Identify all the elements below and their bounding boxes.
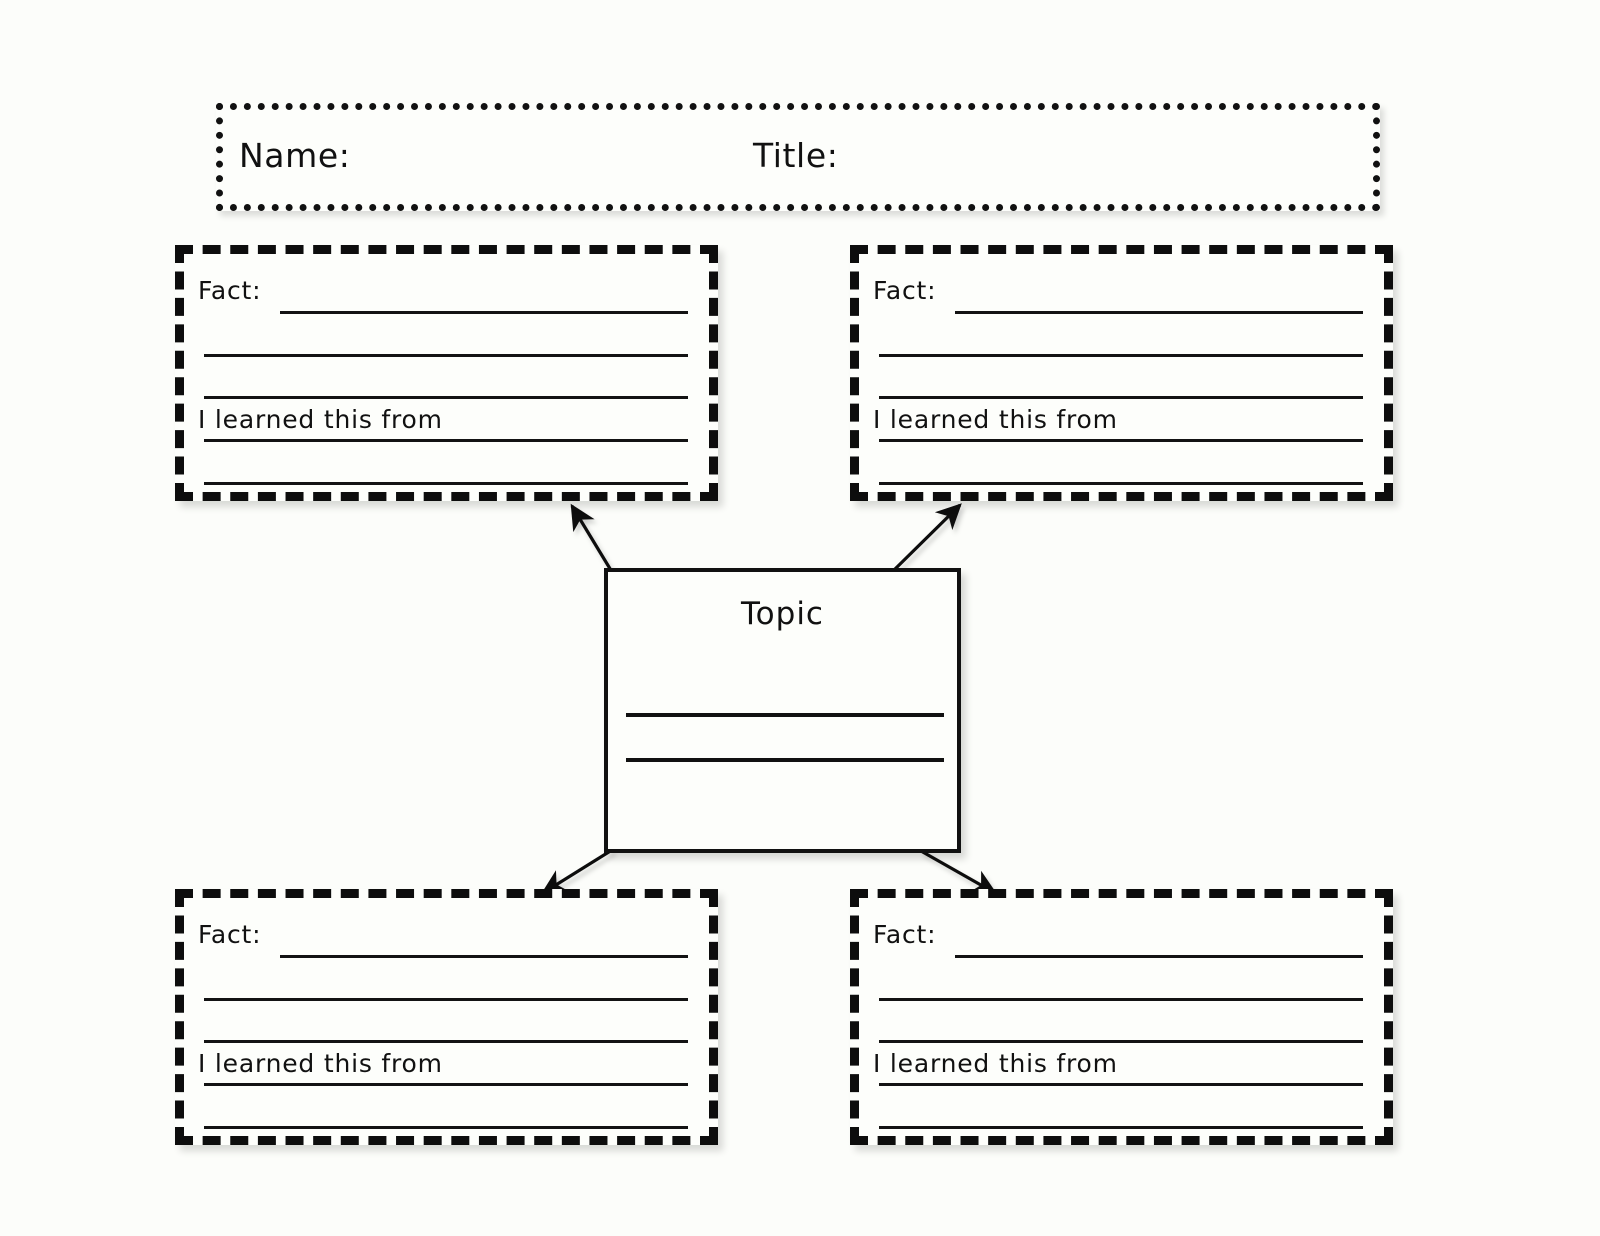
topic-box: Topic [604,568,961,853]
writing-line[interactable] [280,955,688,958]
writing-line[interactable] [1131,439,1363,442]
topic-writing-line[interactable] [626,713,944,717]
writing-line[interactable] [879,1040,1363,1043]
fact-box-top-left: Fact: I learned this from [175,245,718,501]
writing-line[interactable] [879,439,1363,442]
writing-line[interactable] [879,396,1363,399]
writing-line[interactable] [204,482,688,485]
source-label: I learned this from [198,1049,443,1078]
source-label: I learned this from [198,405,443,434]
fact-label: Fact: [198,276,262,305]
source-label: I learned this from [873,405,1118,434]
writing-line[interactable] [879,1126,1363,1129]
arrow-topic-to-top-right [890,503,962,574]
fact-box-bottom-left: Fact: I learned this from [175,889,718,1145]
topic-writing-line[interactable] [626,758,944,762]
writing-line[interactable] [204,396,688,399]
fact-label: Fact: [873,920,937,949]
writing-line[interactable] [204,1040,688,1043]
fact-box-bottom-right: Fact: I learned this from [850,889,1393,1145]
writing-line[interactable] [879,1083,1363,1086]
writing-line[interactable] [456,1083,688,1086]
writing-line[interactable] [1131,1083,1363,1086]
fact-box-top-right: Fact: I learned this from [850,245,1393,501]
title-label: Title: [753,136,839,175]
writing-line[interactable] [879,482,1363,485]
writing-line[interactable] [204,439,688,442]
writing-line[interactable] [204,354,688,357]
header-info-box: Name: Title: [216,103,1380,211]
arrow-topic-to-bottom-left [540,848,613,895]
fact-label: Fact: [873,276,937,305]
writing-line[interactable] [879,998,1363,1001]
name-label: Name: [239,136,351,175]
writing-line[interactable] [204,1126,688,1129]
writing-line[interactable] [879,354,1363,357]
topic-label: Topic [741,596,824,632]
source-label: I learned this from [873,1049,1118,1078]
writing-line[interactable] [204,1083,688,1086]
writing-line[interactable] [456,439,688,442]
writing-line[interactable] [955,311,1363,314]
writing-line[interactable] [955,955,1363,958]
writing-line[interactable] [280,311,688,314]
writing-line[interactable] [204,998,688,1001]
fact-label: Fact: [198,920,262,949]
arrow-topic-to-bottom-right [920,849,998,895]
arrow-topic-to-top-left [570,503,614,573]
